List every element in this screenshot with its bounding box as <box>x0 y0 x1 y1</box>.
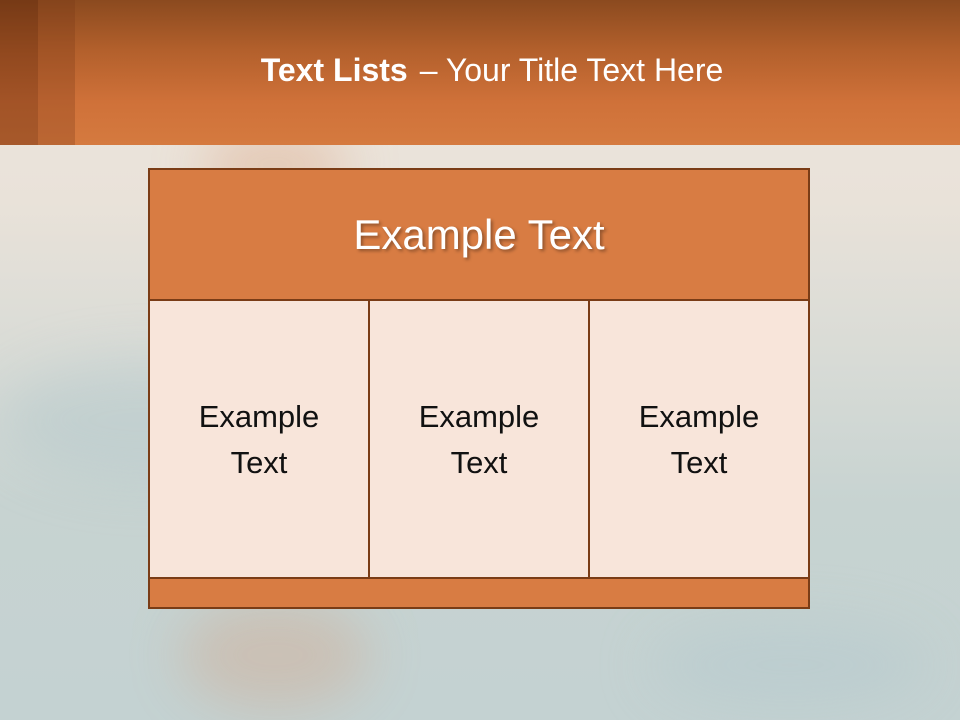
cell-text-line: Example <box>638 399 760 434</box>
diagram-header-box[interactable]: Example Text <box>150 170 808 301</box>
background-photo-blob <box>180 600 370 710</box>
slide-title-subtitle: – Your Title Text Here <box>419 52 724 88</box>
diagram-cell-1[interactable]: Example Text <box>150 301 368 577</box>
text-list-diagram: Example Text Example Text Example Text E… <box>148 168 810 609</box>
cell-text-line: Example <box>418 399 540 434</box>
cell-text-line: Example <box>198 399 320 434</box>
diagram-cells: Example Text Example Text Example Text <box>150 301 808 577</box>
cell-text-line: Text <box>450 445 508 480</box>
slide-title[interactable]: Text Lists – Your Title Text Here <box>0 52 960 89</box>
title-band <box>0 0 960 145</box>
slide-title-bold: Text Lists <box>260 52 408 88</box>
diagram-header-text: Example Text <box>353 210 605 258</box>
cell-text-line: Text <box>230 445 288 480</box>
diagram-footer-bar <box>150 577 808 607</box>
diagram-cell-3[interactable]: Example Text <box>588 301 808 577</box>
decorative-stripe <box>0 0 38 145</box>
decorative-stripe <box>38 0 75 145</box>
background-photo-blob <box>650 620 930 710</box>
cell-text-line: Text <box>670 445 728 480</box>
diagram-cell-2[interactable]: Example Text <box>368 301 588 577</box>
